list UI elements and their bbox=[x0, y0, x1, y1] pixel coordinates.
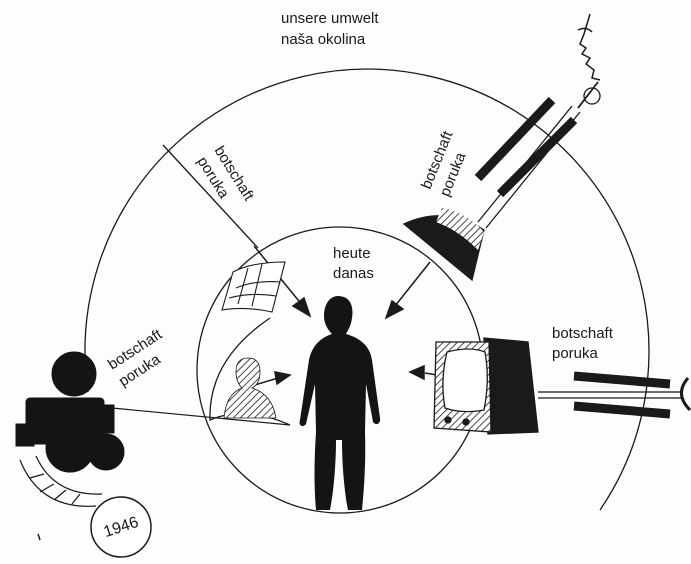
television-icon bbox=[434, 338, 538, 434]
signal-bar bbox=[500, 120, 574, 194]
newspaper-icon bbox=[222, 262, 285, 312]
environment-label-croatian: naša okolina bbox=[281, 31, 366, 48]
person-figure bbox=[300, 296, 381, 510]
face-profile-icon bbox=[580, 14, 600, 80]
projection-screen-icon bbox=[210, 318, 290, 425]
center-label-german: heute bbox=[333, 245, 371, 262]
message-label-german: botschaft bbox=[552, 325, 614, 342]
film-camera-icon bbox=[16, 352, 124, 472]
mark-stroke bbox=[38, 534, 40, 540]
center-label-croatian: danas bbox=[333, 265, 374, 282]
message-label-croatian: poruka bbox=[552, 345, 599, 362]
tv-cable-icon bbox=[538, 376, 690, 414]
environment-label-german: unsere umwelt bbox=[281, 10, 379, 27]
